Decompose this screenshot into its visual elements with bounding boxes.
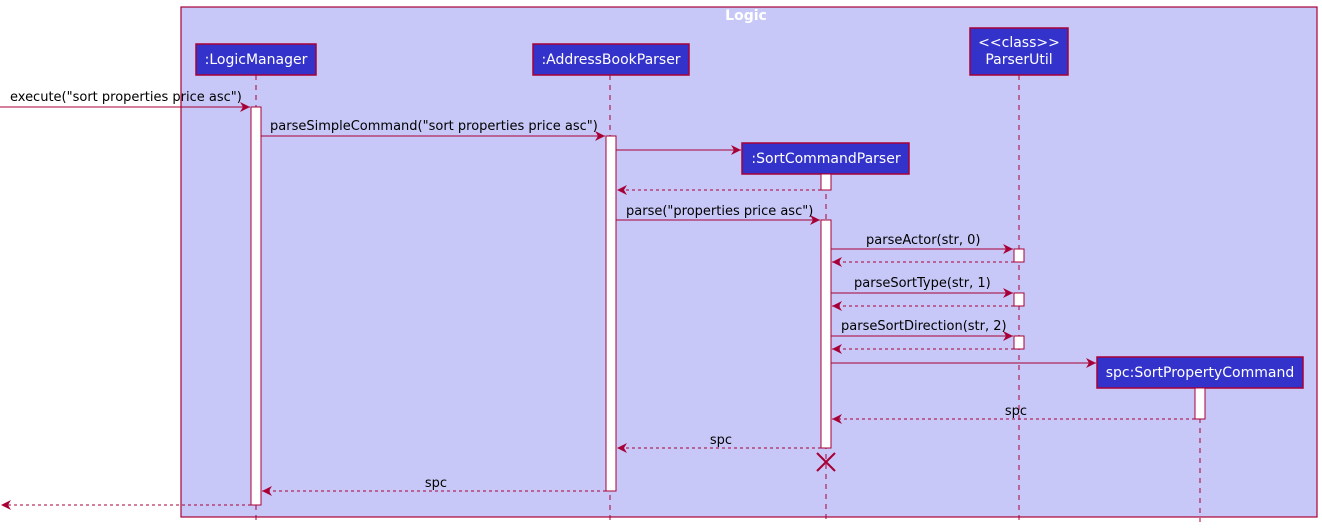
activation-sort-command-parser-parse: [820, 219, 832, 449]
message-label: spc: [1005, 404, 1027, 419]
activation-parser-util-3: [1013, 335, 1025, 350]
participant-label: :AddressBookParser: [541, 52, 680, 68]
message-label: parseActor(str, 0): [866, 233, 980, 248]
message-label: spc: [425, 476, 447, 491]
message-label: parseSortDirection(str, 2): [841, 319, 1007, 334]
message-label: parseSortType(str, 1): [854, 276, 991, 291]
activation-parser-util-1: [1013, 248, 1025, 263]
participant-address-book-parser: :AddressBookParser: [532, 43, 690, 76]
participant-label: spc:SortPropertyCommand: [1106, 365, 1295, 381]
message-label: spc: [710, 433, 732, 448]
message-label: parseSimpleCommand("sort properties pric…: [270, 119, 598, 134]
messages: [0, 102, 1195, 510]
participant-label: ParserUtil: [985, 52, 1052, 68]
activation-parser-util-2: [1013, 292, 1025, 307]
participant-label: :LogicManager: [205, 52, 308, 68]
participant-logic-manager: :LogicManager: [195, 43, 317, 76]
frame-title: Logic: [725, 8, 767, 24]
destroy-x-icon: [816, 452, 836, 472]
participant-stereotype: <<class>>: [978, 35, 1060, 51]
participant-label: :SortCommandParser: [751, 151, 900, 167]
participant-sort-property-command: spc:SortPropertyCommand: [1096, 356, 1304, 389]
activation-sort-property-command: [1194, 387, 1206, 420]
logic-frame: [180, 6, 1318, 518]
activations: [250, 106, 1206, 506]
participant-sort-command-parser: :SortCommandParser: [741, 142, 910, 175]
message-labels: execute("sort properties price asc") par…: [10, 90, 1027, 491]
activation-address-book-parser: [605, 135, 617, 492]
activation-sort-command-parser-create: [820, 173, 832, 191]
message-label: execute("sort properties price asc"): [10, 90, 242, 105]
message-label: parse("properties price asc"): [626, 204, 813, 219]
activation-logic-manager: [250, 106, 262, 506]
participant-parser-util: <<class>> ParserUtil: [969, 27, 1069, 76]
